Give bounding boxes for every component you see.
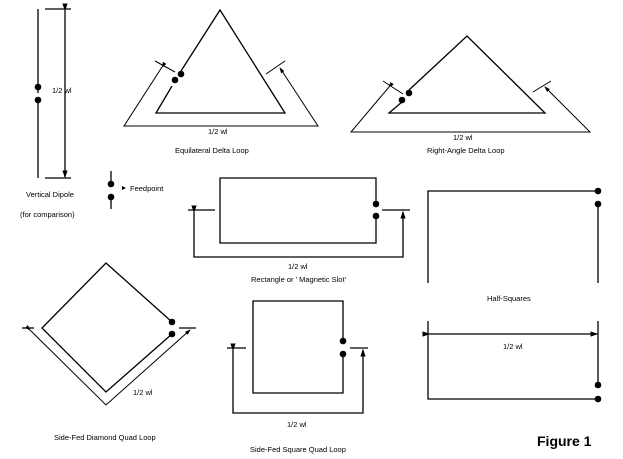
equilateral-title: Equilateral Delta Loop: [175, 146, 249, 155]
dimension-tick: [382, 80, 404, 95]
lower-element: [427, 321, 597, 400]
feedpoint-dot: [398, 96, 406, 104]
square-quad-title: Side-Fed Square Quad Loop: [250, 445, 346, 454]
feedpoint-dot: [34, 96, 42, 104]
right-angle-title: Right-Angle Delta Loop: [427, 146, 505, 155]
dimension-label: 1/2 wl: [287, 420, 307, 429]
feedpoint-dot: [177, 70, 185, 78]
loop-outline: [387, 35, 547, 114]
feedpoint-dot: [107, 193, 115, 201]
half-squares-title: Half-Squares: [487, 294, 531, 303]
upper-element: [427, 190, 597, 283]
dimension-label: 1/2 wl: [133, 388, 153, 397]
dipole-note: (for comparison): [20, 210, 75, 219]
feedpoint-legend: Feedpoint: [107, 171, 164, 209]
vertical-dipole: 1/2 wl Vertical Dipole (for comparison): [20, 3, 75, 219]
dimension-line: [349, 81, 592, 133]
square-quad-loop: 1/2 wl Side-Fed Square Quad Loop: [227, 300, 368, 454]
equilateral-delta-loop: 1/2 wl Equilateral Delta Loop: [123, 8, 319, 155]
feedpoint-dot: [339, 337, 347, 345]
feedpoint-dot: [168, 318, 176, 326]
figure-title: Figure 1: [537, 433, 592, 449]
dimension-tick: [154, 60, 176, 73]
feedpoint-dot: [594, 381, 602, 389]
diamond-quad-loop: 1/2 wl Side-Fed Diamond Quad Loop: [22, 262, 196, 442]
feedpoint-dot: [339, 350, 347, 358]
arrow-icon: [122, 186, 126, 190]
half-squares: Half-Squares 1/2 wl: [422, 187, 602, 403]
rectangle-magnetic-slot: 1/2 wl Rectangle or ' Magnetic Slot': [188, 177, 410, 284]
feedpoint-dot: [405, 89, 413, 97]
dipole-title: Vertical Dipole: [26, 190, 74, 199]
dimension-label: 1/2 wl: [208, 127, 228, 136]
feedpoint-dot: [594, 187, 602, 195]
loop-outline: [41, 262, 173, 393]
dimension-label: 1/2 wl: [52, 86, 72, 95]
dimension-line: [25, 325, 191, 406]
feedpoint-dot: [372, 200, 380, 208]
rectangle-title: Rectangle or ' Magnetic Slot': [251, 275, 347, 284]
dimension-label: 1/2 wl: [503, 342, 523, 351]
loop-outline: [219, 177, 377, 244]
feedpoint-dot: [171, 76, 179, 84]
feedpoint-dot: [34, 83, 42, 91]
dimension-line: [230, 343, 366, 414]
loop-outline: [252, 300, 344, 394]
feedpoint-dot: [168, 330, 176, 338]
diamond-title: Side-Fed Diamond Quad Loop: [54, 433, 156, 442]
feedpoint-dot: [107, 180, 115, 188]
feedpoint-dot: [594, 200, 602, 208]
feedpoint-label: Feedpoint: [130, 184, 164, 193]
feedpoint-dot: [372, 212, 380, 220]
dimension-line: [123, 61, 319, 127]
dimension-line: [191, 205, 406, 258]
loop-outline: [154, 8, 287, 114]
right-angle-delta-loop: 1/2 wl Right-Angle Delta Loop: [349, 35, 592, 155]
feedpoint-dot: [594, 395, 602, 403]
dimension-label: 1/2 wl: [288, 262, 308, 271]
dimension-label: 1/2 wl: [453, 133, 473, 142]
